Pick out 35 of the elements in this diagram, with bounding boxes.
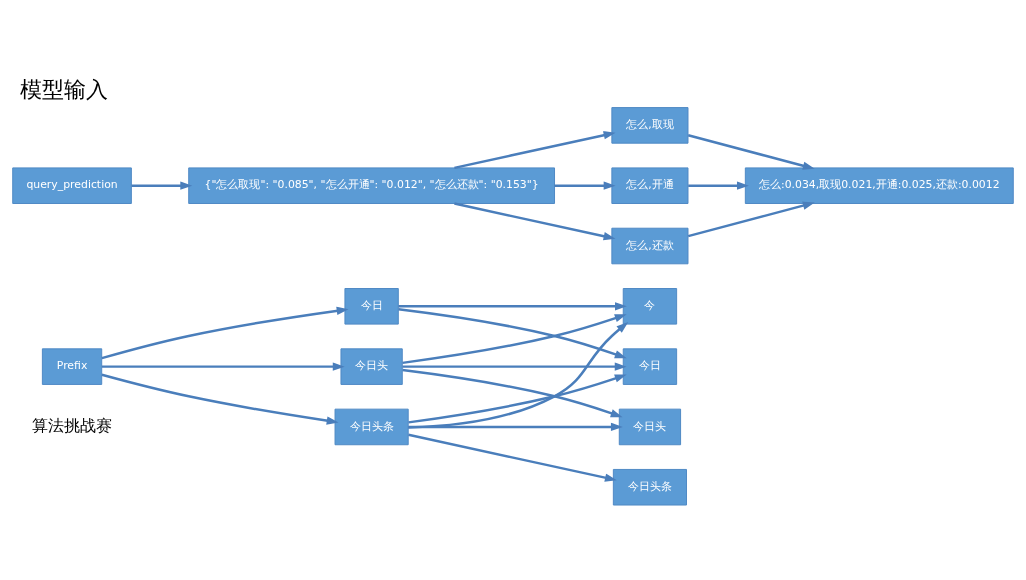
arrow [408,373,627,424]
arrow [101,306,349,359]
node-box: 今日 [344,287,399,325]
label: 算法挑战赛 [32,415,113,435]
node-box: 今日头条 [612,468,687,506]
arrow [408,433,617,482]
node-box: 今日头 [340,347,403,385]
node-box: {"怎么取现": "0.085", "怎么开通": "0.012", "怎么还款": "0.153"} [188,166,555,204]
arrow [398,301,627,310]
arrow [454,201,616,240]
node-box: 怎么,还款 [611,227,689,264]
node-box: 今日头 [618,408,682,445]
arrow [131,181,193,190]
arrow [408,422,623,431]
arrow [688,181,749,190]
node-box: 怎么,取现 [611,106,689,144]
arrow [398,307,627,358]
arrow [554,181,616,190]
arrow [687,201,815,237]
arrow [687,133,815,170]
diagram-title: 模型输入 [20,76,109,102]
arrow [402,368,623,417]
arrow [402,313,627,364]
node-box: 今日头条 [334,408,409,445]
node-box: 今 [622,287,678,325]
arrow [101,373,339,425]
node-box: 今日 [622,347,678,385]
node-box: query_prediction [12,166,132,204]
arrow [101,361,345,371]
arrow [408,321,629,429]
node-box: 怎么,开通 [611,166,689,204]
arrow [454,130,616,169]
node-box: Prefix [41,347,103,385]
node-box: 怎么:0.034,取现0.021,开通:0.025,还款:0.0012 [744,166,1014,204]
arrow [402,361,627,371]
